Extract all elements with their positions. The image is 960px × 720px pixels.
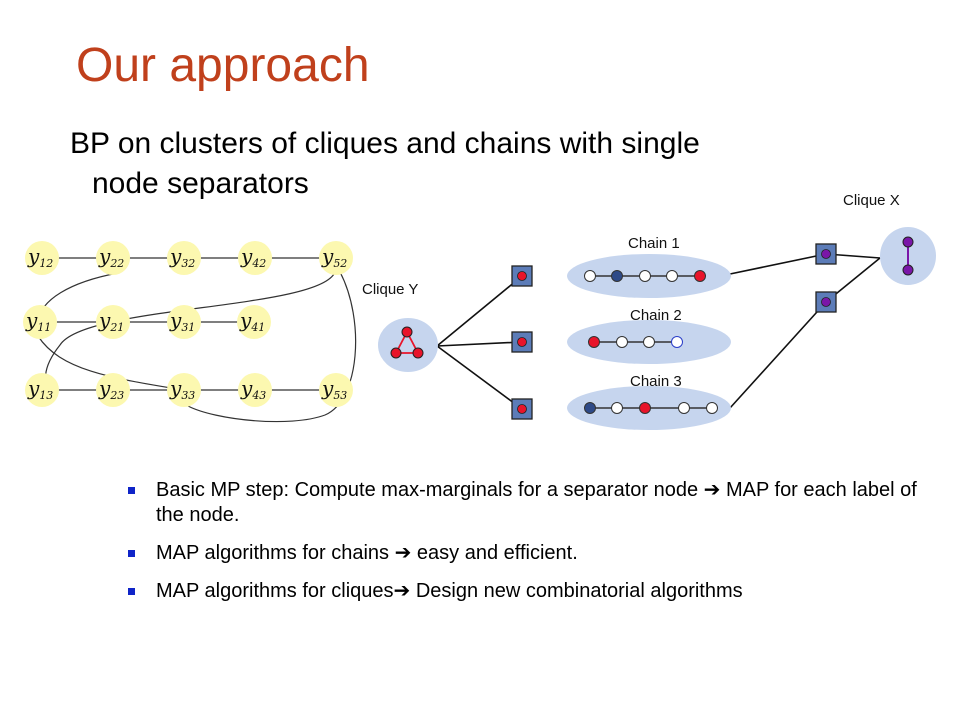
chain-2-node [616,336,628,348]
bullet-text: MAP algorithms for chains ➔ easy and eff… [156,542,578,564]
graph-node-circle [319,241,353,275]
graph-node-y13: y13 [25,373,59,407]
graph-node-y43: y43 [238,373,272,407]
bullet-item: Basic MP step: Compute max-marginals for… [128,478,918,528]
clique-y-cluster [378,318,438,372]
bullet-item: MAP algorithms for cliques➔ Design new c… [128,579,918,604]
edge-chain3-sepX2 [729,301,827,409]
graph-node-circle [23,305,57,339]
chain-1-label: Chain 1 [628,235,680,252]
graph-node-label: y31 [169,308,195,334]
graph-node-y53: y53 [319,373,353,407]
subtitle-line-1: BP on clusters of cliques and chains wit… [70,127,700,160]
graph-node-label: y32 [169,244,195,270]
slide-title: Our approach [76,39,370,92]
graph-node-y32: y32 [167,241,201,275]
graph-node-label: y53 [321,376,347,402]
clique-x-label: Clique X [843,192,900,209]
bullet-text: Basic MP step: Compute max-marginals for… [156,479,917,526]
chain-3-node [584,402,596,414]
bullet-text: MAP algorithms for cliques➔ Design new c… [156,580,743,602]
graph-node-circle [96,241,130,275]
clique-y-node [401,326,413,338]
graph-node-label: y21 [98,308,124,334]
edge-cliqueY-sep2 [436,341,523,347]
chain-1-node [694,270,706,282]
graph-node-circle [237,305,271,339]
graph-node-y22: y22 [96,241,130,275]
graph-node-label: y42 [240,244,266,270]
graph-node-circle [319,373,353,407]
separator-node [821,249,831,259]
graph-node-y41: y41 [237,305,271,339]
grid-nodes: y12 y22 y32 y42 y52 y11 y21 y31 y41 y13 y23 y33 y43 y… [23,241,353,407]
graph-node-circle [96,373,130,407]
bullet-square-icon [128,550,135,557]
bullet-square-icon [128,588,135,595]
chain-3-node [639,402,651,414]
subtitle-line-2: node separators [92,167,309,200]
graph-node-y31: y31 [167,305,201,339]
edge-cliqueY-sep3 [436,345,523,410]
graph-node-circle [238,241,272,275]
graph-node-circle [238,373,272,407]
graph-node-circle [25,241,59,275]
chain-1-node [639,270,651,282]
cluster-graph: Clique X Clique Y Chain 1 Chain 2 Chain … [362,192,936,430]
clique-y-label: Clique Y [362,281,418,298]
graph-node-label: y52 [321,244,347,270]
graph-node-y52: y52 [319,241,353,275]
grid-curve-edge [187,271,357,423]
graph-node-circle [25,373,59,407]
chain-3-node [678,402,690,414]
clique-x-node [902,236,914,248]
separator-node [821,297,831,307]
clique-y-node [412,347,424,359]
bullet-item: MAP algorithms for chains ➔ easy and eff… [128,541,918,566]
graph-node-y11: y11 [23,305,57,339]
clique-x-node [902,264,914,276]
graph-node-label: y41 [239,308,265,334]
chain-3-node [706,402,718,414]
graph-node-label: y12 [27,244,53,270]
graph-node-y21: y21 [96,305,130,339]
chain-1-node [666,270,678,282]
graph-node-y23: y23 [96,373,130,407]
graph-node-circle [167,373,201,407]
graph-node-circle [167,241,201,275]
graph-node-circle [167,305,201,339]
clique-y-node [390,347,402,359]
chain-2-label: Chain 2 [630,307,682,324]
bullet-square-icon [128,487,135,494]
separator-node [517,271,527,281]
graph-node-label: y43 [240,376,266,402]
graph-node-label: y13 [27,376,53,402]
edge-cliqueY-sep1 [436,275,523,347]
graph-node-y12: y12 [25,241,59,275]
separator-node [517,337,527,347]
graph-node-label: y11 [25,308,51,334]
graph-node-label: y23 [98,376,124,402]
chain-2-node [643,336,655,348]
slide-subtitle: BP on clusters of cliques and chains wit… [70,124,870,204]
chain-3-node [611,402,623,414]
graph-node-circle [96,305,130,339]
chain-1-node [584,270,596,282]
separator-node [517,404,527,414]
graph-node-label: y33 [169,376,195,402]
graph-node-label: y22 [98,244,124,270]
chain-2-node [671,336,683,348]
graph-node-y42: y42 [238,241,272,275]
grid-curve-edge [37,335,184,391]
chain-3-label: Chain 3 [630,373,682,390]
chain-2-node [588,336,600,348]
graph-node-y33: y33 [167,373,201,407]
edge-chain1-sepX1 [729,253,827,275]
bullet-list: Basic MP step: Compute max-marginals for… [128,478,918,617]
chain-1-node [611,270,623,282]
